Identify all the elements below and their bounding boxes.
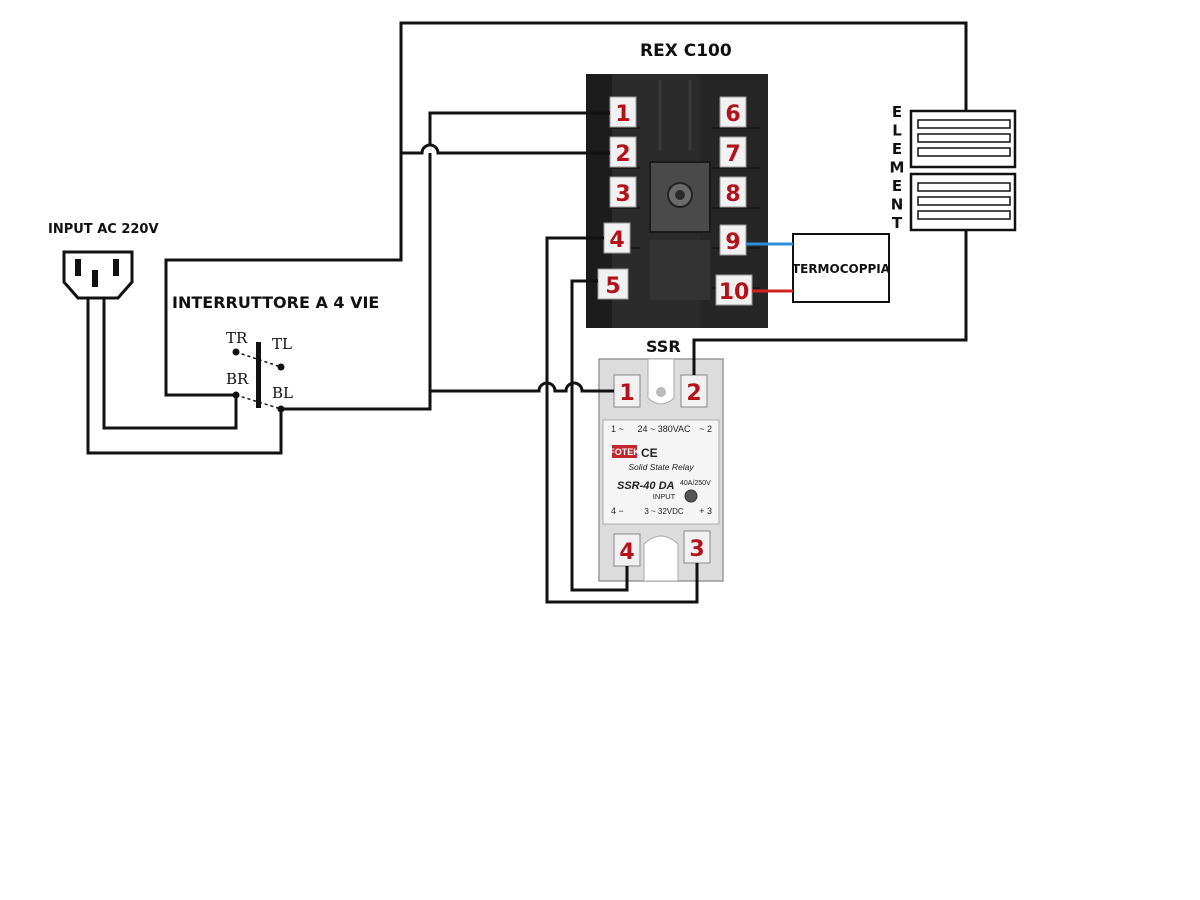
rex-terminal-4-label: 4 [609,228,624,253]
heating-element-icon [909,109,1017,232]
controller-title: REX C100 [640,41,732,61]
rex-terminal-10-label: 10 [719,280,750,305]
ssr-marks: CE [641,446,658,460]
ssr-dc-range: 3 ~ 32VDC [644,507,684,516]
rex-terminal-6: 6 [719,96,747,128]
switch-bar [256,342,261,408]
ssr-terminal-1-label: 1 [619,381,634,406]
ssr-model: SSR-40 DA [617,480,675,492]
rex-terminal-8-label: 8 [725,182,740,207]
element-letter: L [892,122,902,140]
ssr-terminal-1: 1 [613,374,641,408]
wire-rex5-ssr4 [570,279,629,592]
pin-br-label: BR [226,370,249,388]
thermocouple-box [792,233,890,303]
input-label: INPUT AC 220V [48,222,159,237]
wire-inlet-l-br [102,298,238,430]
rex-terminal-5-label: 5 [605,274,620,299]
ssr-dc-right: + 3 [699,506,712,516]
ssr-brand: FOTEK [609,447,640,457]
rex-terminal-8: 8 [719,176,747,208]
pin-bl-label: BL [272,384,293,402]
pin-tr-label: TR [226,329,248,347]
ssr-type: Solid State Relay [628,462,694,472]
ssr-terminal-4: 4 [613,533,641,567]
rex-terminal-1: 1 [609,96,637,128]
element-letter: E [892,140,902,158]
rex-terminal-7: 7 [719,136,747,168]
ssr-input-label: INPUT [653,492,676,501]
rex-terminal-7-label: 7 [725,142,740,167]
wire-switch-to-element [164,21,968,397]
element-letter: E [892,177,902,195]
switch-label: INTERRUTTORE A 4 VIE [172,293,379,312]
wiring [86,21,968,604]
element-letter: N [891,196,904,214]
rex-terminal-4: 4 [603,222,631,254]
ac-inlet-icon [62,250,134,300]
rex-terminal-10: 10 [715,274,753,306]
rex-terminal-3: 3 [609,176,637,208]
ssr-ac-right: ~ 2 [699,424,712,434]
rex-terminal-2: 2 [609,136,637,168]
rex-terminal-9: 9 [719,224,747,256]
wire-bl-ssr1 [430,381,614,393]
pin-tl-dot [277,363,285,371]
rex-terminal-2-label: 2 [615,142,630,167]
wire-rex4-ssr3 [545,236,699,604]
ssr-terminal-2-label: 2 [686,381,701,406]
pin-tl-label: TL [272,335,292,353]
element-letter: M [890,159,905,177]
wire-bl-rex1 [281,111,610,411]
ssr-ac-left: 1 ~ [611,424,624,434]
ssr-terminal-4-label: 4 [619,540,634,565]
rex-terminal-9-label: 9 [725,230,740,255]
ssr-ac-range: 24 ~ 380VAC [637,424,691,434]
ssr-terminal-3-label: 3 [689,537,704,562]
wire-rex2 [401,143,610,155]
ssr-terminal-2: 2 [680,374,708,408]
rex-terminal-6-label: 6 [725,102,740,127]
thermocouple-label: TERMOCOPPIA [792,262,891,276]
element-letter: T [892,214,903,232]
ssr-dc-left: 4 − [611,506,624,516]
wire-inlet-r-bl [86,298,283,455]
element-letter: E [892,103,902,121]
rex-terminal-5: 5 [597,268,629,300]
ssr-rating: 40A/250V [680,480,711,487]
rex-terminal-1-label: 1 [615,102,630,127]
ssr-title: SSR [646,337,681,356]
wire-ssr2-element [692,230,968,375]
rex-terminal-3-label: 3 [615,182,630,207]
ssr-terminal-3: 3 [683,530,711,564]
